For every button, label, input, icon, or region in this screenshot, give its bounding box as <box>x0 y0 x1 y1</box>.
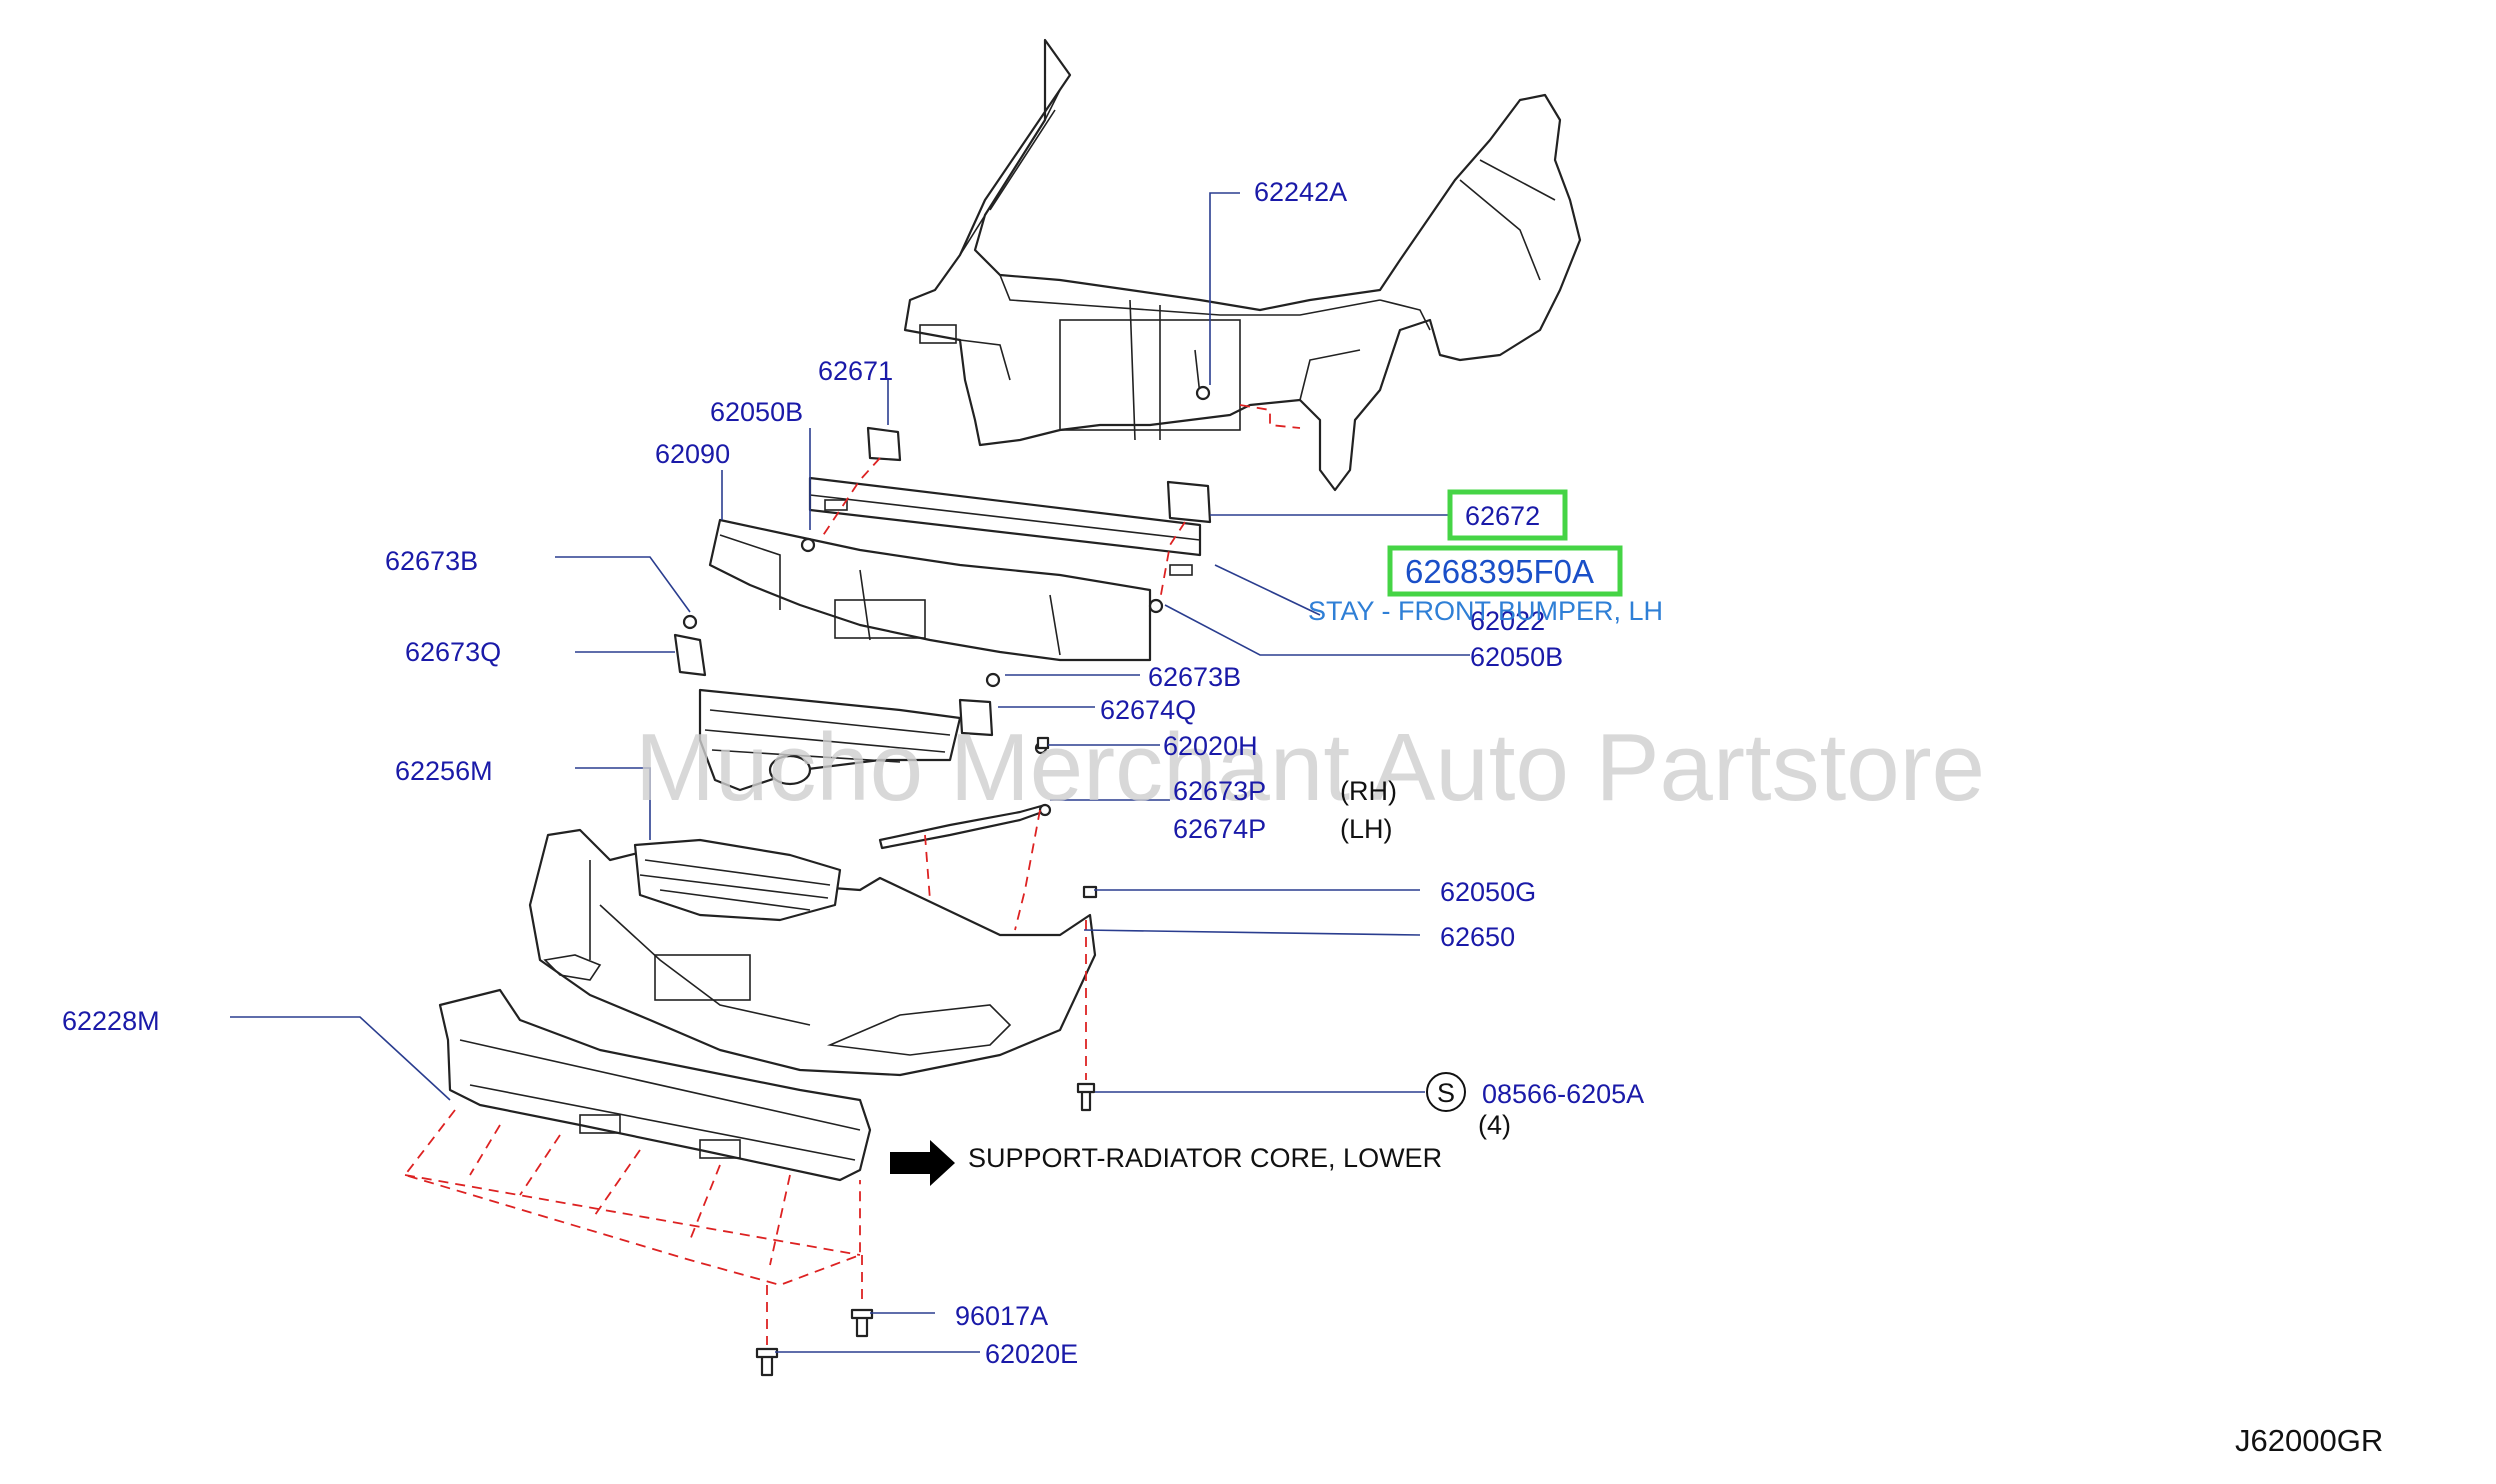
leader-lines <box>230 192 1470 1353</box>
label-62650[interactable]: 62650 <box>1440 922 1515 952</box>
fasteners-drawing <box>755 736 1098 1377</box>
label-62022[interactable]: 62022 <box>1470 606 1545 636</box>
lower-cover-drawing <box>403 988 872 1286</box>
right-arrow-icon <box>890 1140 955 1186</box>
label-96017A[interactable]: 96017A <box>955 1301 1048 1331</box>
label-62020H[interactable]: 62020H <box>1163 731 1258 761</box>
label-08566-6205A[interactable]: 08566-6205A <box>1482 1079 1644 1109</box>
highlight-box-62672 <box>1447 489 1568 541</box>
label-62673B-left[interactable]: 62673B <box>385 546 478 576</box>
label-62673B-mid[interactable]: 62673B <box>1148 662 1241 692</box>
highlight-box-6268395F0A <box>1387 545 1623 597</box>
label-lh: (LH) <box>1340 814 1393 844</box>
circled-s-icon: S <box>1426 1072 1466 1112</box>
label-rh: (RH) <box>1340 776 1397 806</box>
label-qty-4: (4) <box>1478 1110 1511 1140</box>
front-bumper-fascia-drawing <box>528 828 1097 1077</box>
label-62050G[interactable]: 62050G <box>1440 877 1536 907</box>
label-62256M[interactable]: 62256M <box>395 756 493 786</box>
diagram-code: J62000GR <box>2235 1423 2383 1458</box>
front-grille-drawing <box>698 688 962 792</box>
watermark-text: Mucho Merchant Auto Partstore <box>635 714 1985 821</box>
support-radiator-core-lower-note[interactable]: SUPPORT-RADIATOR CORE, LOWER <box>968 1143 1442 1173</box>
label-62020E[interactable]: 62020E <box>985 1339 1078 1369</box>
label-62672[interactable]: 62672 <box>1465 501 1540 531</box>
label-6268395F0A[interactable]: 6268395F0A <box>1405 553 1594 590</box>
label-62674Q[interactable]: 62674Q <box>1100 695 1196 725</box>
label-62673P[interactable]: 62673P <box>1173 776 1266 806</box>
label-62050B-top[interactable]: 62050B <box>710 397 803 427</box>
radiator-core-support-drawing <box>903 38 1582 492</box>
label-62228M[interactable]: 62228M <box>62 1006 160 1036</box>
label-62242A[interactable]: 62242A <box>1254 177 1347 207</box>
s-symbol-label: S <box>1437 1078 1455 1108</box>
label-62673Q[interactable]: 62673Q <box>405 637 501 667</box>
energy-absorber-drawing <box>708 518 1152 662</box>
label-62050B-right[interactable]: 62050B <box>1470 642 1563 672</box>
label-62674P[interactable]: 62674P <box>1173 814 1266 844</box>
description-stay-front-bumper-lh: STAY - FRONT BUMPER, LH <box>1308 596 1663 626</box>
brackets-drawing <box>673 426 1212 737</box>
label-62671[interactable]: 62671 <box>818 356 893 386</box>
label-62090[interactable]: 62090 <box>655 439 730 469</box>
